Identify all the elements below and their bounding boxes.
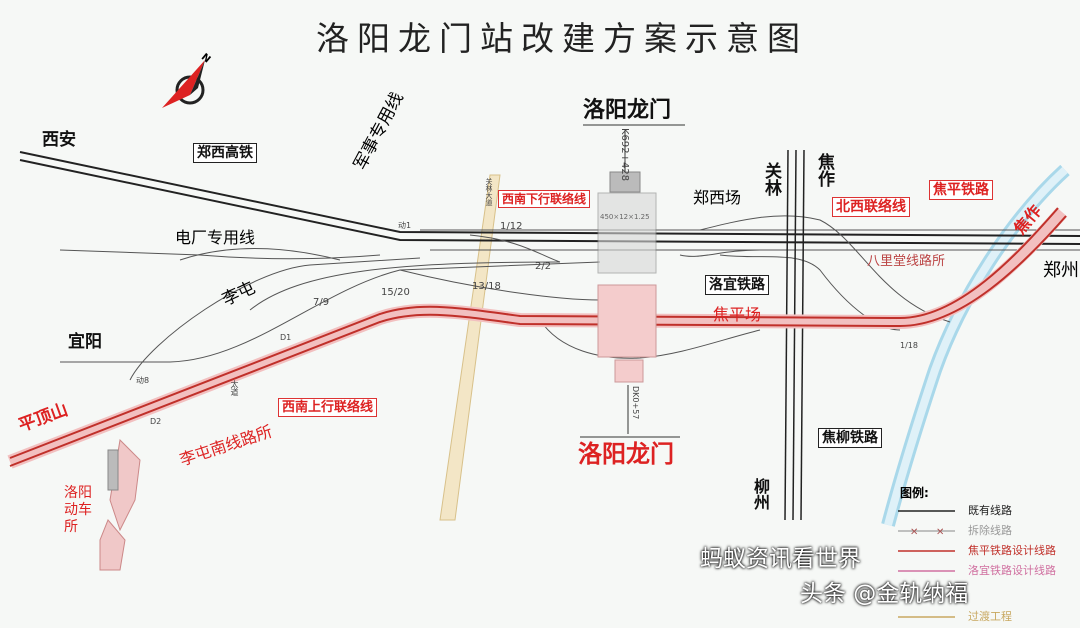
svg-text:✕: ✕ xyxy=(936,527,944,538)
label-jiaoping-railway: 焦平铁路 xyxy=(929,180,993,200)
jiaoping-line xyxy=(7,207,1068,469)
avenue-band xyxy=(439,174,501,521)
label-nw-link: 北西联络线 xyxy=(832,197,910,217)
station-building xyxy=(580,124,685,438)
chainage-bottom: DK0+57 xyxy=(631,386,640,420)
station-name-bottom: 洛阳龙门 xyxy=(578,440,674,468)
legend-item-jiaoping-design: 焦平铁路设计线路 xyxy=(968,544,1056,557)
place-yiyang: 宜阳 xyxy=(68,332,102,352)
turnout-label: 1/18 xyxy=(900,341,918,350)
turnout-label: D1 xyxy=(280,333,292,342)
label-jiaoliu-railway: 焦柳铁路 xyxy=(818,428,882,448)
turnout-label: 动8 xyxy=(136,376,150,385)
chainage-top: K692+428 xyxy=(619,128,630,182)
label-zhengxi-hsr: 郑西高铁 xyxy=(193,143,257,163)
place-zhengzhou: 郑州 xyxy=(1043,260,1079,281)
legend-heading: 图例: xyxy=(900,486,929,500)
turnout-label: 1/12 xyxy=(500,221,523,232)
page-title: 洛阳龙门站改建方案示意图 xyxy=(316,19,808,58)
existing-tracks xyxy=(59,215,951,381)
jiaoliu-line xyxy=(784,149,805,521)
label-power-plant-line: 电厂专用线 xyxy=(175,228,256,247)
legend-item-existing: 既有线路 xyxy=(968,504,1012,517)
place-xian: 西安 xyxy=(42,130,76,150)
legend-item-removed: 拆除线路 xyxy=(968,524,1012,537)
turnout-label: 13/18 xyxy=(472,281,501,292)
platform-label: 450×12×1.25 xyxy=(600,213,650,221)
place-depot: 洛阳 动车所 xyxy=(64,485,92,535)
place-avenue: 关林大道 xyxy=(485,178,493,206)
watermark-bottom: 头条 @金轨纳福 xyxy=(800,581,969,607)
yard-zhengxi: 郑西场 xyxy=(693,188,742,207)
place-avenue2: 太道 xyxy=(230,380,239,396)
place-liuzhou: 柳州 xyxy=(751,478,770,510)
legend-item-transition: 过渡工程 xyxy=(968,610,1012,623)
legend-item-luoyi-design: 洛宜铁路设计线路 xyxy=(968,564,1056,577)
turnout-label: 15/20 xyxy=(381,287,410,298)
legend-lines: ✕✕ xyxy=(898,510,955,618)
depot-blocks xyxy=(99,438,141,571)
station-name-top: 洛阳龙门 xyxy=(583,98,672,123)
turnout-label: 2/2 xyxy=(535,261,552,272)
label-sw-up-link: 西南上行联络线 xyxy=(278,398,378,417)
place-guanlin: 关林 xyxy=(761,162,781,196)
svg-text:✕: ✕ xyxy=(910,527,918,538)
watermark-top: 蚂蚁资讯看世界 xyxy=(700,546,861,572)
place-jiaozuo-top: 焦作 xyxy=(814,153,834,187)
label-balitang-post: 八里堂线路所 xyxy=(867,254,946,269)
yard-jiaoping: 焦平场 xyxy=(713,305,762,324)
label-luoyi-railway: 洛宜铁路 xyxy=(705,275,769,295)
turnout-label: D2 xyxy=(150,417,162,426)
compass-icon xyxy=(162,60,205,108)
turnout-label: 动1 xyxy=(398,221,412,230)
turnout-label: 7/9 xyxy=(313,297,330,308)
label-sw-down-link: 西南下行联络线 xyxy=(498,190,591,208)
